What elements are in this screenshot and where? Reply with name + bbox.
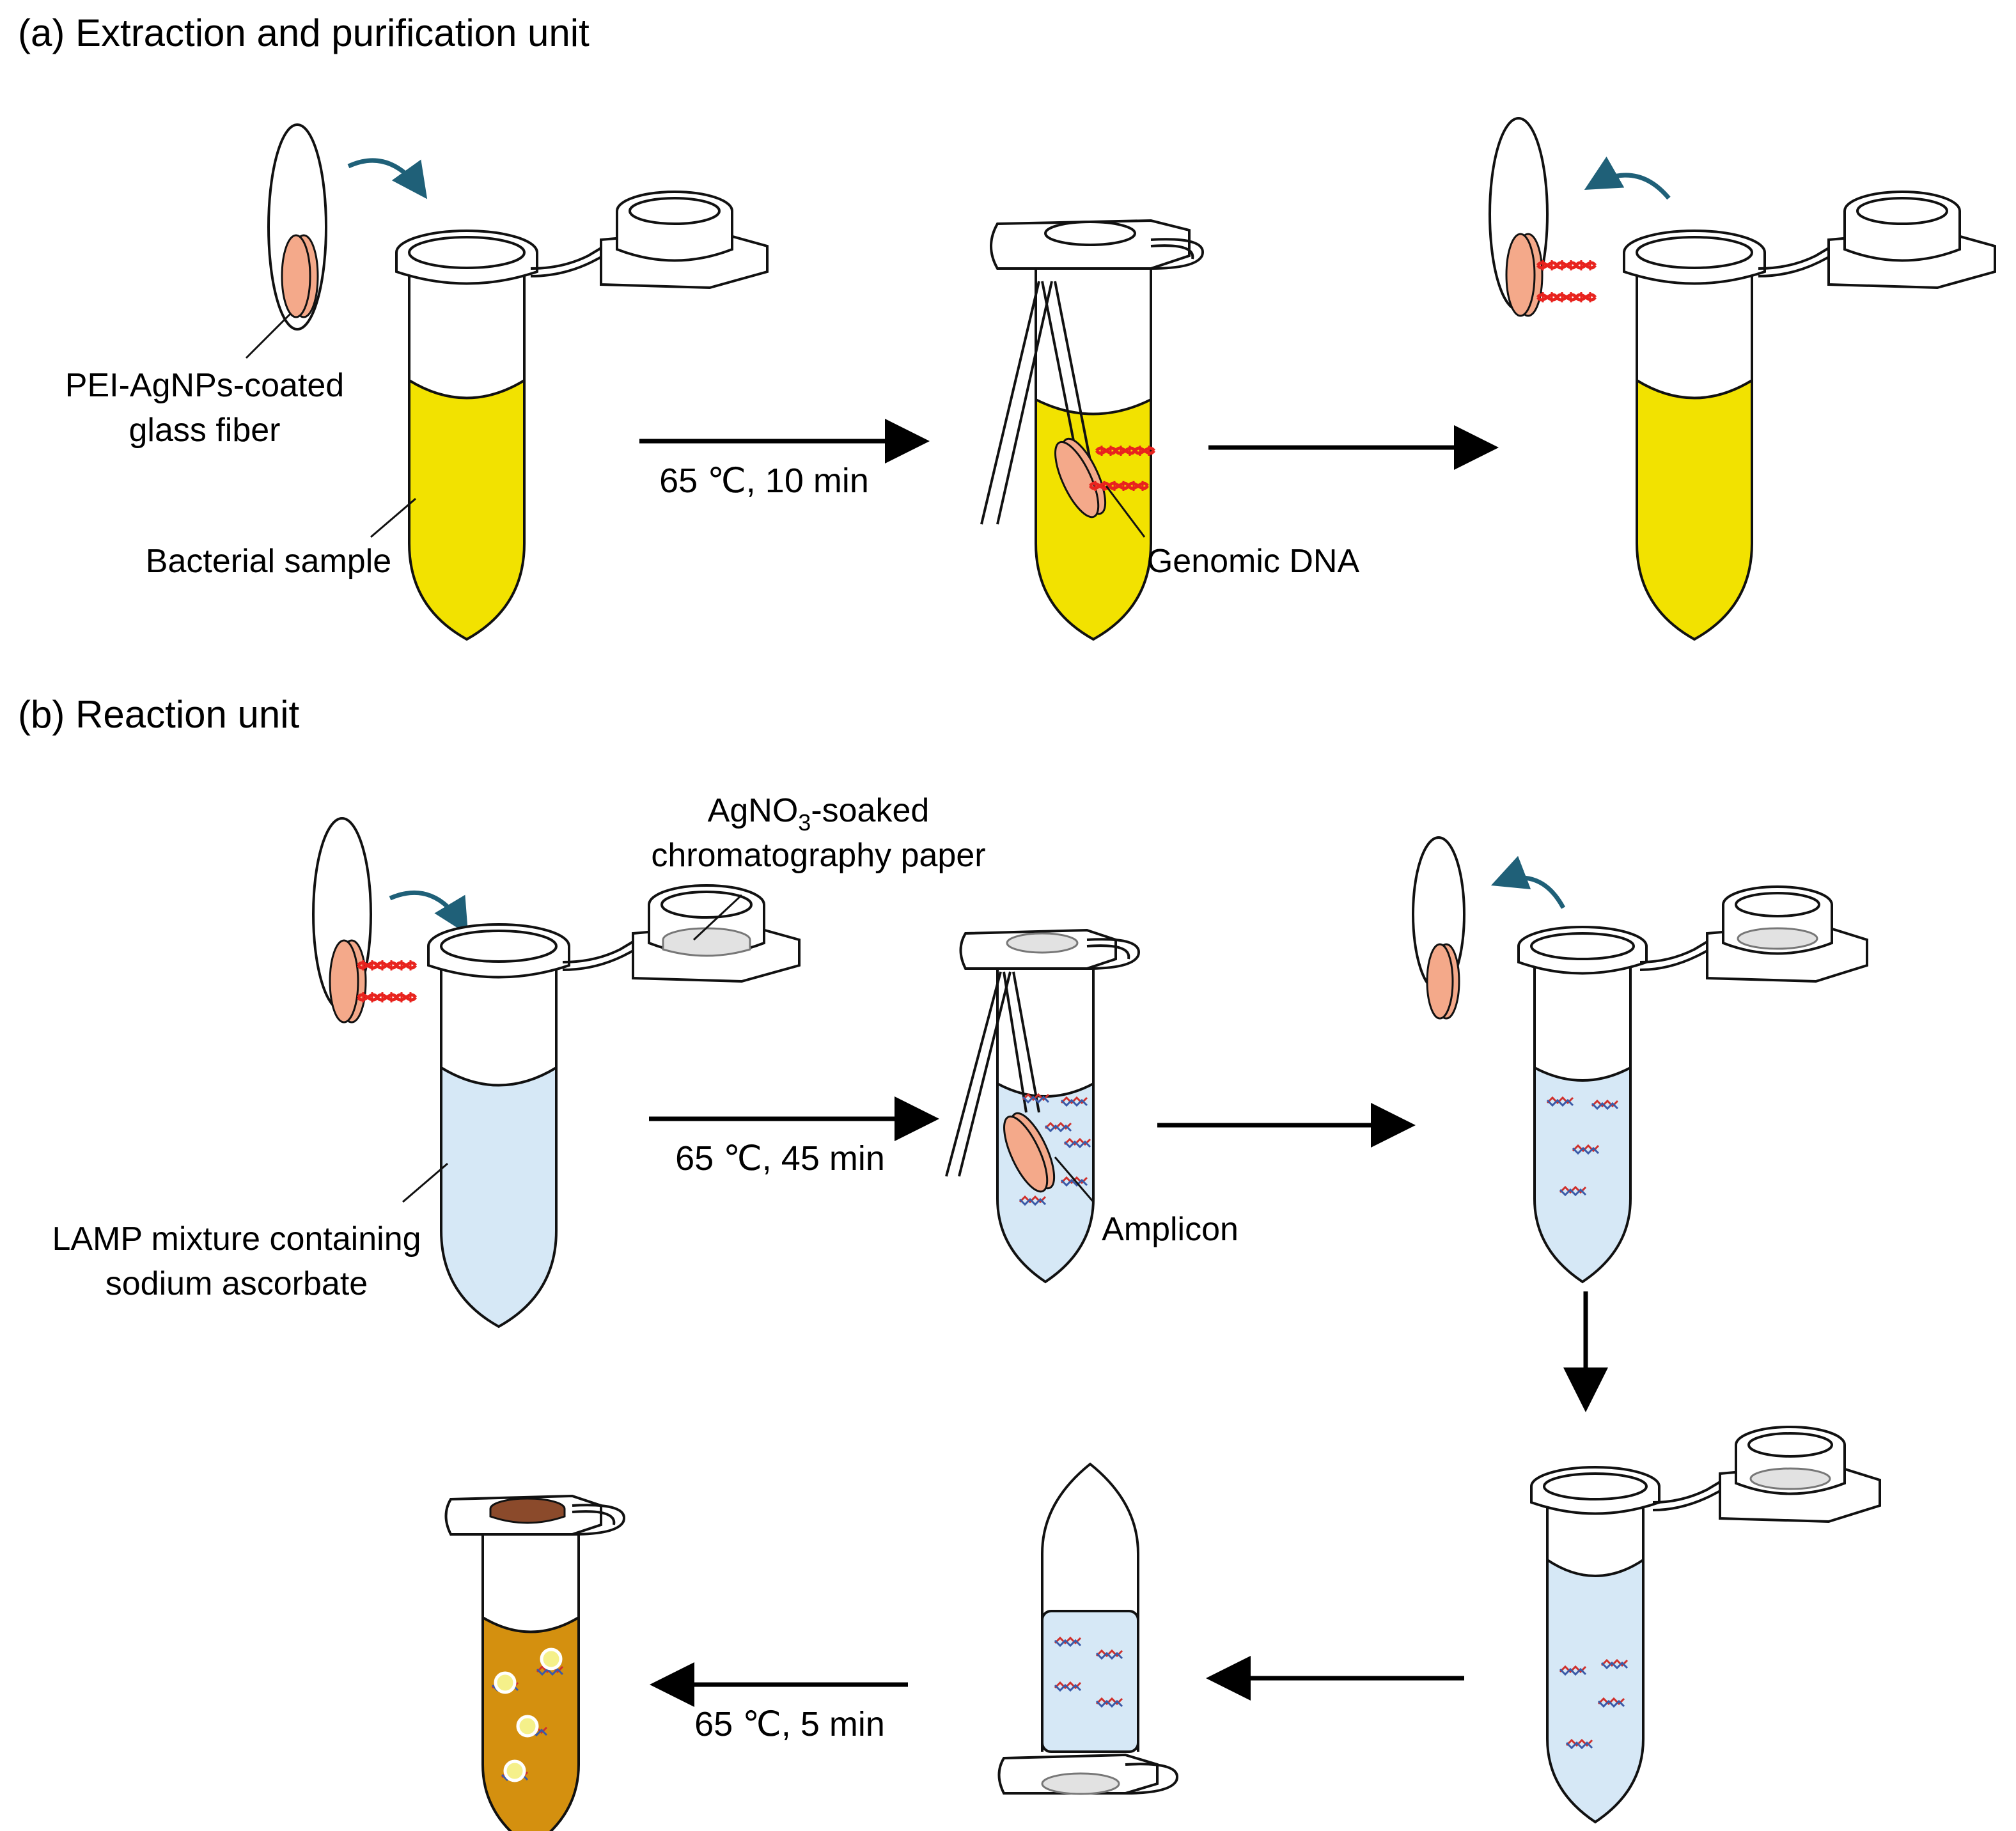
a2-closed-cap bbox=[990, 219, 1204, 270]
b5-inverted-tube bbox=[997, 1462, 1178, 1795]
b6-closed-cap bbox=[444, 1494, 625, 1536]
a1-fiber-stick bbox=[267, 123, 327, 331]
a3-tube bbox=[1636, 269, 1753, 641]
mixture-label-line2: sodium ascorbate bbox=[105, 1265, 368, 1302]
curved-arrow-icon bbox=[1490, 855, 1566, 909]
panel-a-title: (a) Extraction and purification unit bbox=[18, 12, 590, 54]
b4-tube bbox=[1546, 1496, 1645, 1824]
paper-label-line1: AgNO3-soaked bbox=[708, 792, 930, 836]
dna-label: Genomic DNA bbox=[1147, 543, 1360, 580]
mixture-label-line1: LAMP mixture containing bbox=[52, 1220, 421, 1258]
mixture-leader-line bbox=[402, 1162, 448, 1203]
silver-nanoparticle-icon bbox=[494, 1648, 563, 1782]
curved-arrow-icon bbox=[389, 890, 469, 935]
b2-closed-cap bbox=[959, 928, 1140, 970]
curved-arrow-icon bbox=[1584, 156, 1671, 200]
a3-cap bbox=[1758, 191, 1996, 290]
a1-tube-rim bbox=[395, 230, 538, 285]
b3-tube bbox=[1533, 956, 1632, 1284]
sample-leader-line bbox=[370, 497, 416, 538]
a1-cap bbox=[530, 191, 769, 290]
a1-tube bbox=[408, 269, 526, 641]
b1-tube-rim bbox=[427, 923, 570, 979]
step-b5-condition: 65 ℃, 5 min bbox=[694, 1705, 885, 1743]
fiber-leader-line bbox=[245, 312, 292, 359]
b3-cap-with-paper bbox=[1639, 885, 1868, 983]
a2-stick bbox=[980, 281, 1154, 525]
b4-cap-with-paper bbox=[1652, 1426, 1881, 1523]
a3-fiber-stick bbox=[1489, 117, 1595, 317]
dna-helix-icon bbox=[1538, 260, 1595, 270]
dna-leader-line bbox=[1105, 485, 1146, 538]
step-b1-condition: 65 ℃, 45 min bbox=[675, 1139, 885, 1178]
paper-label-line2: chromatography paper bbox=[651, 837, 985, 874]
b3-tube-rim bbox=[1517, 926, 1648, 975]
b1-cap-with-paper bbox=[562, 884, 801, 983]
dna-helix-icon bbox=[1538, 292, 1595, 302]
b2-stick bbox=[945, 971, 1091, 1206]
b1-fiber-stick bbox=[312, 817, 416, 1024]
amplicon-label: Amplicon bbox=[1102, 1211, 1239, 1248]
b4-tube-rim bbox=[1530, 1466, 1660, 1515]
curved-arrow-icon bbox=[347, 158, 428, 199]
paper-leader-line bbox=[692, 894, 743, 941]
fiber-label-line1: PEI-AgNPs-coated bbox=[65, 367, 344, 404]
panel-b-title: (b) Reaction unit bbox=[18, 693, 300, 736]
step-a1-condition: 65 ℃, 10 min bbox=[659, 462, 869, 500]
sample-label: Bacterial sample bbox=[146, 543, 391, 580]
dna-helix-icon bbox=[358, 992, 416, 1002]
b1-tube bbox=[440, 956, 558, 1328]
fiber-label-line2: glass fiber bbox=[129, 412, 281, 449]
amplicon-leader-line bbox=[1054, 1157, 1095, 1203]
b6-nanoparticles bbox=[491, 1648, 564, 1782]
b3-fiber-stick bbox=[1412, 836, 1465, 1020]
a3-tube-rim bbox=[1623, 230, 1766, 285]
